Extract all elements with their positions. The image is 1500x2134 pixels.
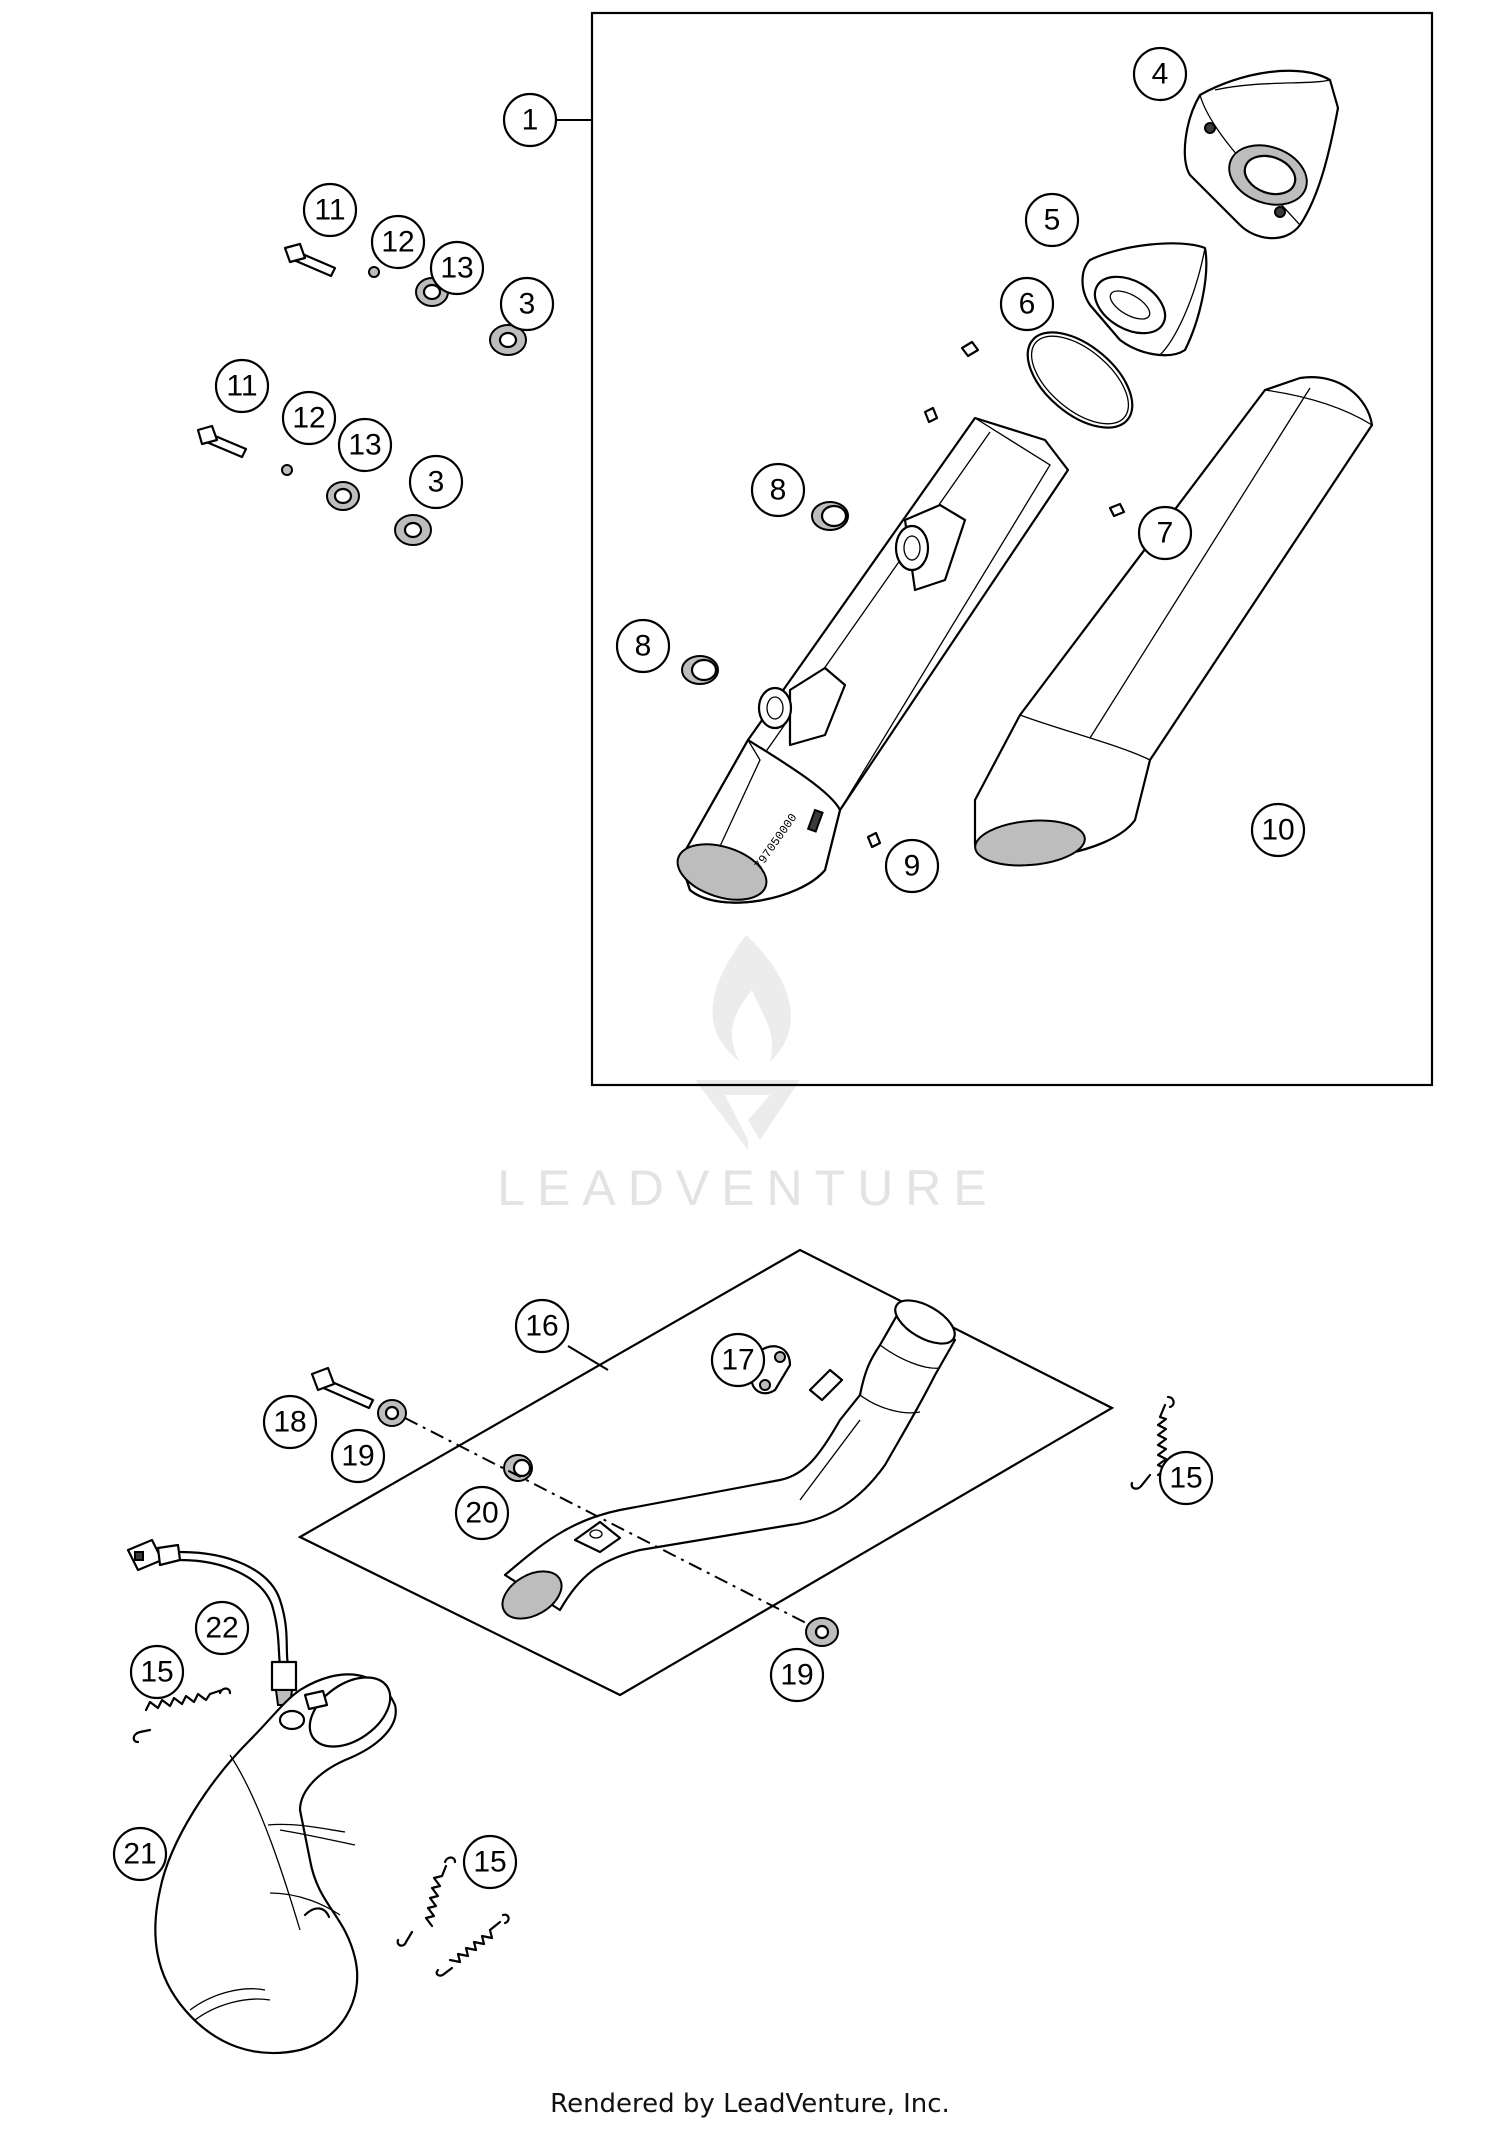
svg-text:15: 15 (1169, 1462, 1202, 1495)
svg-text:10: 10 (1261, 814, 1294, 847)
callout-17: 17 (710, 1332, 766, 1388)
callout-3-upper: 3 (499, 276, 555, 332)
svg-text:5: 5 (1044, 204, 1061, 237)
callout-6: 6 (999, 276, 1055, 332)
callout-4: 4 (1132, 46, 1188, 102)
svg-text:8: 8 (770, 474, 787, 507)
svg-text:19: 19 (341, 1440, 374, 1473)
clamp-bracket-part (750, 1345, 844, 1402)
svg-text:15: 15 (140, 1656, 173, 1689)
callout-12-upper: 12 (370, 214, 426, 270)
mid-pipe-part (501, 1299, 957, 1620)
svg-text:13: 13 (440, 252, 473, 285)
bolt-part (310, 1366, 839, 1647)
svg-text:17: 17 (721, 1344, 754, 1377)
svg-text:7: 7 (1157, 517, 1174, 550)
svg-text:22: 22 (205, 1612, 238, 1645)
svg-text:3: 3 (519, 288, 536, 321)
callout-19-lower: 19 (769, 1647, 825, 1703)
oxygen-sensor-part (126, 1538, 298, 1706)
svg-text:15: 15 (473, 1846, 506, 1879)
muffler-body-part: 797050000 (676, 416, 1070, 904)
callout-13-upper: 13 (429, 240, 485, 296)
callout-8-upper: 8 (750, 462, 806, 518)
callout-8-lower: 8 (615, 618, 671, 674)
callout-18: 18 (262, 1394, 318, 1450)
callout-15-left: 15 (129, 1644, 185, 1700)
callout-9: 9 (884, 838, 940, 894)
svg-text:12: 12 (381, 226, 414, 259)
svg-text:18: 18 (273, 1406, 306, 1439)
callout-5: 5 (1024, 192, 1080, 248)
callout-15-right: 15 (1158, 1450, 1214, 1506)
callout-16: 16 (514, 1298, 570, 1354)
screw-part (866, 340, 1126, 849)
svg-text:16: 16 (525, 1310, 558, 1343)
grommet-part (681, 501, 849, 685)
header-pipe-part (154, 1673, 397, 2055)
svg-text:20: 20 (465, 1497, 498, 1530)
svg-text:8: 8 (635, 630, 652, 663)
spring-part (132, 1395, 1175, 1977)
svg-text:19: 19 (780, 1659, 813, 1692)
watermark-brand-text: LEADVENTURE (497, 1160, 999, 1216)
svg-text:9: 9 (904, 850, 921, 883)
callout-11-upper: 11 (302, 182, 358, 238)
svg-text:11: 11 (314, 194, 345, 227)
svg-text:21: 21 (123, 1838, 156, 1871)
muffler-assembly-frame (590, 11, 1434, 1087)
callout-12-lower: 12 (281, 390, 337, 446)
pipe-kit-frame (297, 1248, 1115, 1697)
callout-19-upper: 19 (330, 1428, 386, 1484)
footer-credit: Rendered by LeadVenture, Inc. (550, 2089, 950, 2119)
callout-10: 10 (1250, 802, 1306, 858)
svg-text:6: 6 (1019, 288, 1036, 321)
svg-text:11: 11 (226, 370, 257, 403)
mounting-hardware-lower (196, 424, 432, 546)
svg-text:12: 12 (292, 402, 325, 435)
muffler-cover-part (973, 376, 1374, 867)
leadventure-logo-watermark: LEADVENTURE (497, 935, 999, 1216)
callout-7: 7 (1137, 505, 1193, 561)
callout-21: 21 (112, 1826, 168, 1882)
gasket-ring-part (1026, 331, 1134, 429)
end-cap-part (1183, 69, 1340, 240)
svg-text:4: 4 (1152, 58, 1169, 91)
svg-text:3: 3 (428, 466, 445, 499)
callout-3-lower: 3 (408, 454, 464, 510)
callout-1: 1 (502, 92, 558, 148)
inner-cone-part (1081, 242, 1208, 357)
callout-22: 22 (194, 1600, 250, 1656)
callout-15-lower: 15 (462, 1834, 518, 1890)
svg-text:1: 1 (522, 104, 539, 137)
callout-11-lower: 11 (214, 358, 270, 414)
callout-13-lower: 13 (337, 417, 393, 473)
svg-text:13: 13 (348, 429, 381, 462)
callout-20: 20 (454, 1485, 510, 1541)
